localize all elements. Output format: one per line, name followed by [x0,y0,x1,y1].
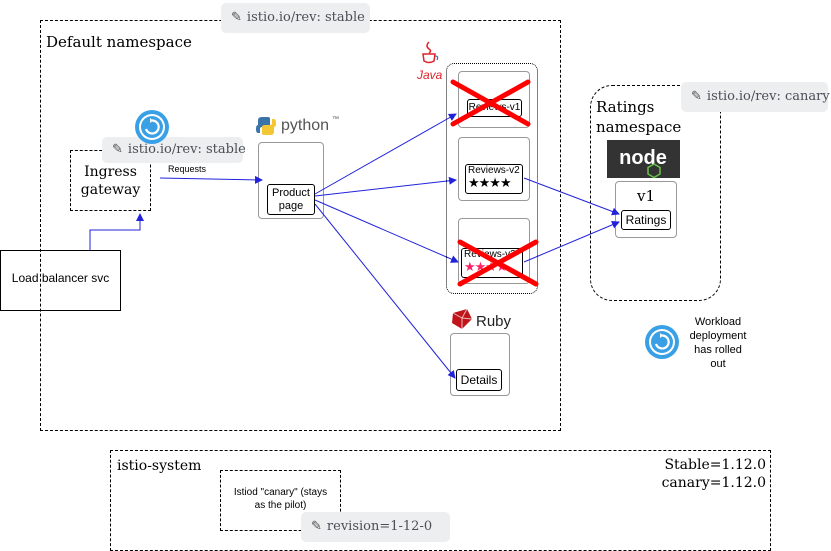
arrow-requests [159,175,263,184]
arrow-product-to-details [314,203,456,379]
python-logo-text: python [281,117,330,134]
ruby-icon [452,308,473,329]
reviews-v2-label: Reviews-v2 [468,165,520,176]
rollout-note-line2: deployment [689,330,747,342]
ratings-namespace-label: Ratings namespace [596,97,681,137]
ratings-rev-tag: ✎ istio.io/rev: canary [681,82,830,112]
istio-icon [135,110,169,144]
arrow-v2-to-ratings [523,177,620,216]
ingress-rev-tag-text: istio.io/rev: stable [127,142,246,157]
istiod-label-line1: Istiod "canary" (stays [233,487,328,498]
ingress-rev-tag: ✎ istio.io/rev: stable [102,137,246,163]
rollout-note-line4: out [710,358,726,370]
ratings-namespace-label-line1: Ratings [596,98,655,116]
ratings-namespace-box [590,85,721,301]
pencil-icon: ✎ [231,10,242,25]
pencil-icon: ✎ [311,519,322,534]
pencil-icon: ✎ [691,89,702,104]
arrow-product-to-v3 [314,199,459,263]
python-icon [256,117,276,135]
load-balancer-box [0,250,121,311]
ingress-gateway-label-line1: Ingress [84,164,137,180]
pencil-icon: ✎ [112,142,123,157]
java-logo-text: Java [417,68,443,82]
load-balancer-label: Load balancer svc [11,271,110,285]
reviews-v2-box: Reviews-v2 ★★★★ [465,164,523,194]
details-box: Details [456,369,502,391]
svg-text:node: node [619,147,667,169]
istio-versions: Stable=1.12.0 canary=1.12.0 [600,456,766,492]
product-page-box: Product page [267,184,315,215]
ingress-gateway-label: Ingress gateway [70,163,151,199]
ratings-rev-tag-text: istio.io/rev: canary [706,89,830,104]
istiod-box [220,470,341,531]
stable-version: Stable=1.12.0 [664,457,766,473]
arrow-product-to-v2 [314,176,457,197]
ratings-namespace-label-line2: namespace [596,118,682,136]
default-namespace-rev-tag: ✎ istio.io/rev: stable [221,3,370,33]
reviews-v2-stars: ★★★★ [468,175,512,190]
default-namespace-rev-tag-text: istio.io/rev: stable [246,10,365,25]
ratings-box: Ratings [621,210,671,230]
product-page-line1: Product [272,187,310,199]
rollout-note: Workload deployment has rolled out [678,315,758,371]
requests-label: Requests [168,164,207,174]
reviews-container [446,63,538,294]
arrow-lb-to-ingress [89,213,144,250]
rollout-note-line1: Workload [694,316,742,328]
python-tm: ™ [332,116,339,123]
java-icon [422,41,439,64]
cross-reviews-v3 [457,239,539,287]
default-namespace-label: Default namespace [46,33,192,51]
arrow-product-to-v1 [314,113,457,195]
canary-version: canary=1.12.0 [661,475,766,491]
revision-tag-text: revision=1-12-0 [326,519,433,534]
arrow-v3-to-ratings [523,221,620,263]
istiod-label-line2: as the pilot) [254,500,307,511]
rollout-note-line3: has rolled [694,344,742,356]
ingress-gateway-label-line2: gateway [80,182,141,198]
ruby-logo-text: Ruby [476,313,512,330]
ratings-version: v1 [636,187,656,205]
cross-reviews-v1 [450,79,531,127]
revision-tag: ✎ revision=1-12-0 [301,512,450,542]
istio-rollout-icon [645,325,679,359]
reviews-v3-label: Reviews-v3 [464,249,516,260]
istio-system-label: istio-system [117,458,202,474]
node-logo: node [607,140,680,179]
istiod-label: Istiod "canary" (stays as the pilot) [220,486,341,512]
product-page-line2: page [278,200,304,212]
